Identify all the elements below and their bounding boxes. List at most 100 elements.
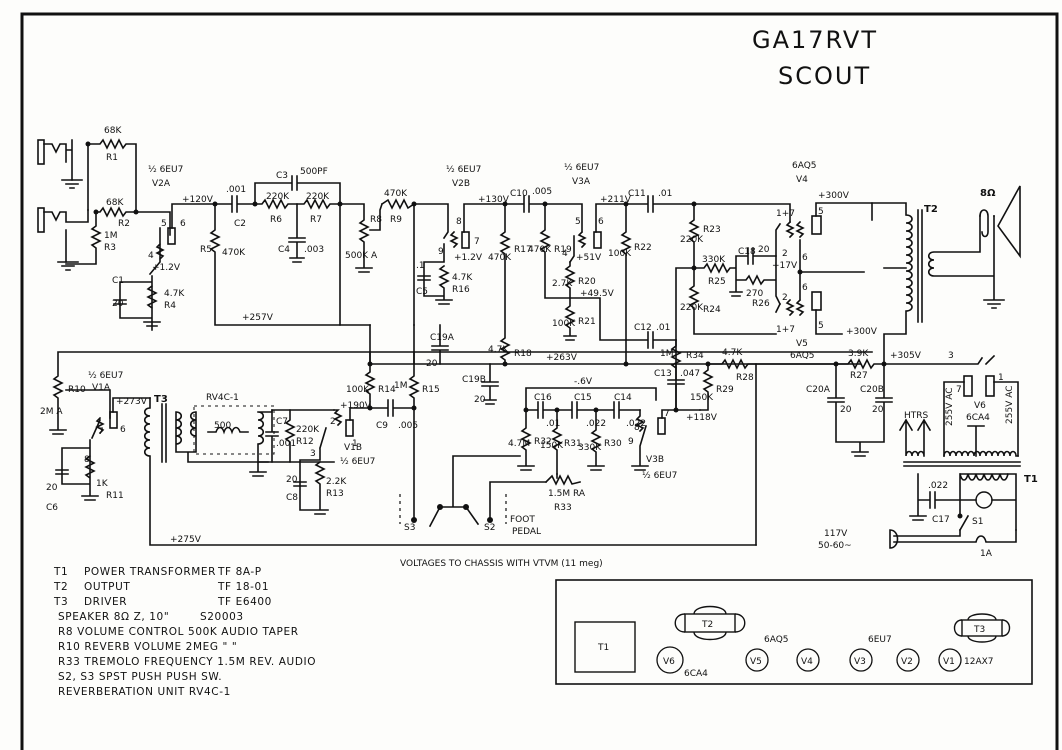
- layout-socket-v4: [796, 648, 820, 672]
- r30-label: R30: [604, 439, 622, 449]
- r24-label: R24: [703, 305, 721, 315]
- v1a-pin6: 6: [120, 425, 126, 435]
- fuse-label: 1A: [980, 549, 993, 559]
- junction-dot: [623, 361, 629, 367]
- c4-value: .003: [304, 245, 324, 255]
- v1b-pin1: 1: [352, 439, 358, 449]
- v1a-plate-lead: [112, 397, 151, 413]
- c11-value: .01: [658, 189, 672, 199]
- reverb-unit-label: RV4C-1: [206, 393, 239, 403]
- layout-v5-label: V5: [750, 657, 762, 667]
- v1b-plate-network: [349, 351, 415, 421]
- v1b-pin3: 3: [310, 449, 316, 459]
- c19a-capacitor: [431, 324, 449, 365]
- v1b-pin2: 2: [330, 417, 336, 427]
- c12-value: .01: [656, 323, 670, 333]
- junction-dot: [502, 361, 508, 367]
- switch-s3-label: S3: [404, 523, 415, 533]
- r2-label: R2: [118, 219, 130, 229]
- r6-value: 220K: [266, 192, 290, 202]
- reverb-spring: [207, 426, 249, 435]
- speaker-coil: [979, 209, 995, 238]
- r29-value: 150K: [690, 393, 714, 403]
- rect-element: [555, 579, 1033, 685]
- v2b-plate: [461, 231, 470, 249]
- rect-element: [37, 207, 45, 233]
- c14-label: C14: [614, 393, 632, 403]
- c6-label: C6: [46, 503, 58, 513]
- c19b-value: 20: [474, 395, 486, 405]
- layout-v6-label: V6: [663, 657, 675, 667]
- r33-value: 1.5M RA: [548, 489, 586, 499]
- v3b-pin7: 7: [664, 409, 670, 419]
- r29-resistor: [699, 363, 714, 411]
- r19-label: R19: [554, 245, 572, 255]
- foot-switch[interactable]: [428, 455, 521, 528]
- v1a-plate: [109, 411, 118, 429]
- v4-plate-lead: [815, 202, 873, 221]
- layout-v3-label: V3: [854, 657, 866, 667]
- c20a-label: C20A: [806, 385, 831, 395]
- r15-label: R15: [422, 385, 440, 395]
- v2b-cathode-network: [417, 243, 453, 305]
- r22-resistor: [620, 203, 632, 365]
- power-switch-s1[interactable]: [958, 514, 970, 532]
- t2-primary: [871, 202, 913, 365]
- junction-dot: [85, 141, 91, 147]
- layout-v1-label: V1: [943, 657, 955, 667]
- r13-value: 2.2K: [326, 477, 347, 487]
- r9-label: R9: [390, 215, 402, 225]
- r13-label: R13: [326, 489, 344, 499]
- c9-value: .005: [398, 421, 418, 431]
- r31-resistor: [551, 409, 563, 475]
- c2-label: C2: [234, 219, 246, 229]
- v4-pin2: 2: [782, 249, 788, 259]
- reverb-coil-label: 500: [214, 421, 231, 431]
- r11-label: R11: [106, 491, 124, 501]
- r32-label: R32: [534, 437, 552, 447]
- r32-resistor: [517, 409, 535, 471]
- r1-value: 68K: [104, 126, 122, 136]
- v2a-pin5: 5: [161, 219, 167, 229]
- v3b-type: ½ 6EU7: [642, 471, 677, 481]
- v1a-type: ½ 6EU7: [88, 371, 123, 381]
- r17-label: R17: [514, 245, 532, 255]
- speaker-icon: [997, 185, 1021, 259]
- c20a-value: 20: [840, 405, 852, 415]
- v6-type: 6CA4: [966, 413, 990, 423]
- v3a-plate: [593, 231, 602, 249]
- c18-label: C18: [738, 247, 756, 257]
- input-jack-1: [37, 139, 83, 189]
- v2b-pin7: 7: [474, 237, 480, 247]
- v3a-cathode-network: [563, 261, 577, 341]
- parts-list: T1 POWER TRANSFORMER TF 8A-P T2 OUTPUT T…: [53, 566, 315, 698]
- r34-value: 1M: [660, 349, 674, 359]
- v1b-plate-voltage: +190V: [340, 401, 372, 411]
- r8-volume-pot[interactable]: [339, 198, 415, 326]
- t3-label: T3: [154, 394, 168, 405]
- r33-label: R33: [554, 503, 572, 513]
- c6-value: 20: [46, 483, 58, 493]
- r33-tremolo-frequency-pot[interactable]: [544, 473, 581, 486]
- c4-label: C4: [278, 245, 290, 255]
- c3-label: C3: [276, 171, 288, 181]
- r19-value: 470K: [528, 245, 552, 255]
- layout-socket-v2: [896, 648, 920, 672]
- v3b-plate: [657, 417, 666, 435]
- layout-socket-v1: [938, 648, 962, 672]
- c20b-label: C20B: [860, 385, 884, 395]
- junction-dot: [133, 209, 139, 215]
- parts-t3-ref: T3: [53, 596, 68, 608]
- parts-t3-part: TF E6400: [217, 596, 272, 608]
- t2-core: [917, 209, 923, 323]
- v3b-label: V3B: [646, 455, 664, 465]
- v3a-type: ½ 6EU7: [564, 163, 599, 173]
- ac-right-label: 255V AC: [1005, 386, 1015, 424]
- b-plus-263-label: +263V: [546, 353, 578, 363]
- r4-label: R4: [164, 301, 176, 311]
- c10-value: .005: [532, 187, 552, 197]
- v3a-label: V3A: [572, 177, 591, 187]
- tremolo-grid-voltage: -.6V: [574, 377, 593, 387]
- v3a-cathode-voltage: +51V: [576, 253, 602, 263]
